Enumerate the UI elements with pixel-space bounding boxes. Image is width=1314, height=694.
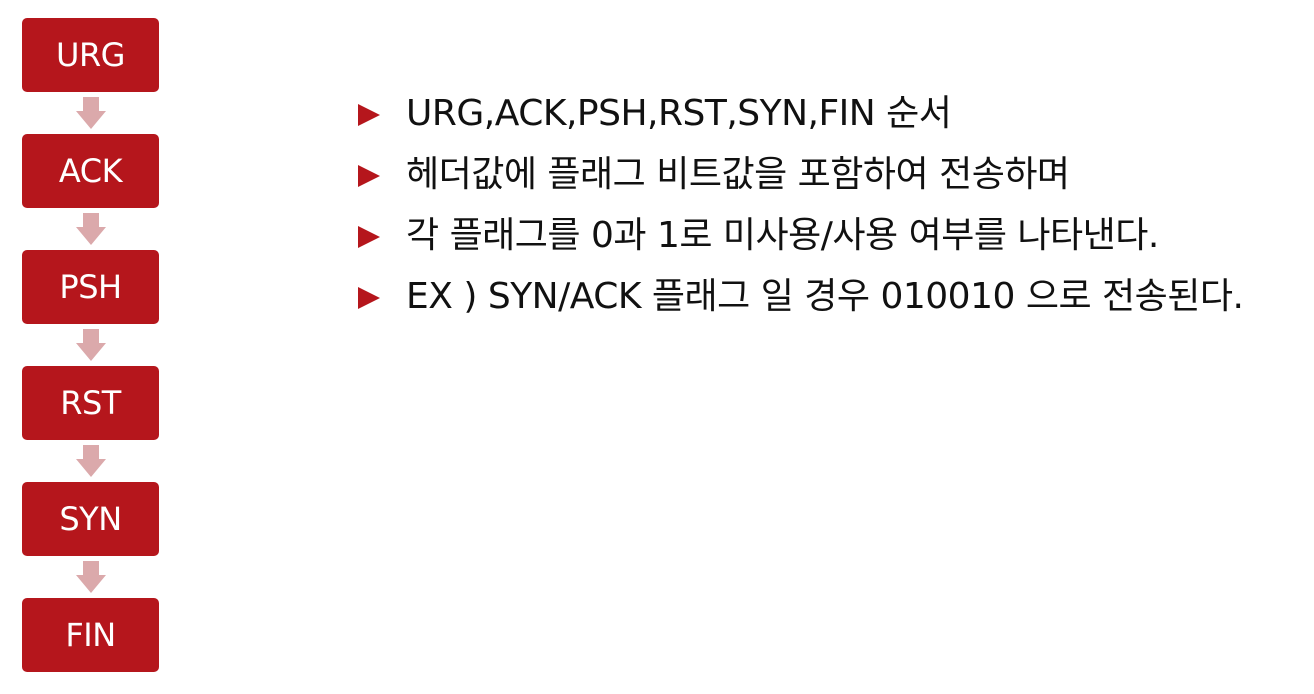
flag-label-urg: URG	[56, 36, 125, 74]
bullet-item: 헤더값에 플래그 비트값을 포함하여 전송하며	[358, 153, 1298, 197]
down-arrow-icon	[22, 324, 159, 366]
bullet-text: 헤더값에 플래그 비트값을 포함하여 전송하며	[406, 154, 1070, 195]
flag-box-psh: PSH	[22, 250, 159, 324]
down-arrow-icon	[22, 92, 159, 134]
down-arrow-icon	[22, 440, 159, 482]
bullet-item: URG,ACK,PSH,RST,SYN,FIN 순서	[358, 92, 1298, 136]
triangle-bullet-icon	[358, 104, 380, 126]
bullet-item: 각 플래그를 0과 1로 미사용/사용 여부를 나타낸다.	[358, 214, 1298, 258]
flag-flow-diagram: URG ACK PSH RST SYN FIN	[22, 18, 159, 672]
bullet-text: EX ) SYN/ACK 플래그 일 경우 010010 으로 전송된다.	[406, 276, 1244, 317]
flag-label-syn: SYN	[59, 500, 122, 538]
flag-box-urg: URG	[22, 18, 159, 92]
flag-box-fin: FIN	[22, 598, 159, 672]
triangle-bullet-icon	[358, 226, 380, 248]
flag-label-psh: PSH	[59, 268, 122, 306]
bullet-text: URG,ACK,PSH,RST,SYN,FIN 순서	[406, 93, 952, 134]
flag-box-ack: ACK	[22, 134, 159, 208]
triangle-bullet-icon	[358, 165, 380, 187]
triangle-bullet-icon	[358, 287, 380, 309]
bullet-text: 각 플래그를 0과 1로 미사용/사용 여부를 나타낸다.	[406, 215, 1159, 256]
flag-box-syn: SYN	[22, 482, 159, 556]
down-arrow-icon	[22, 556, 159, 598]
flag-label-rst: RST	[60, 384, 121, 422]
flag-box-rst: RST	[22, 366, 159, 440]
flag-label-fin: FIN	[65, 616, 116, 654]
bullet-list: URG,ACK,PSH,RST,SYN,FIN 순서 헤더값에 플래그 비트값을…	[358, 92, 1298, 336]
down-arrow-icon	[22, 208, 159, 250]
flag-label-ack: ACK	[58, 152, 123, 190]
bullet-item: EX ) SYN/ACK 플래그 일 경우 010010 으로 전송된다.	[358, 275, 1298, 319]
